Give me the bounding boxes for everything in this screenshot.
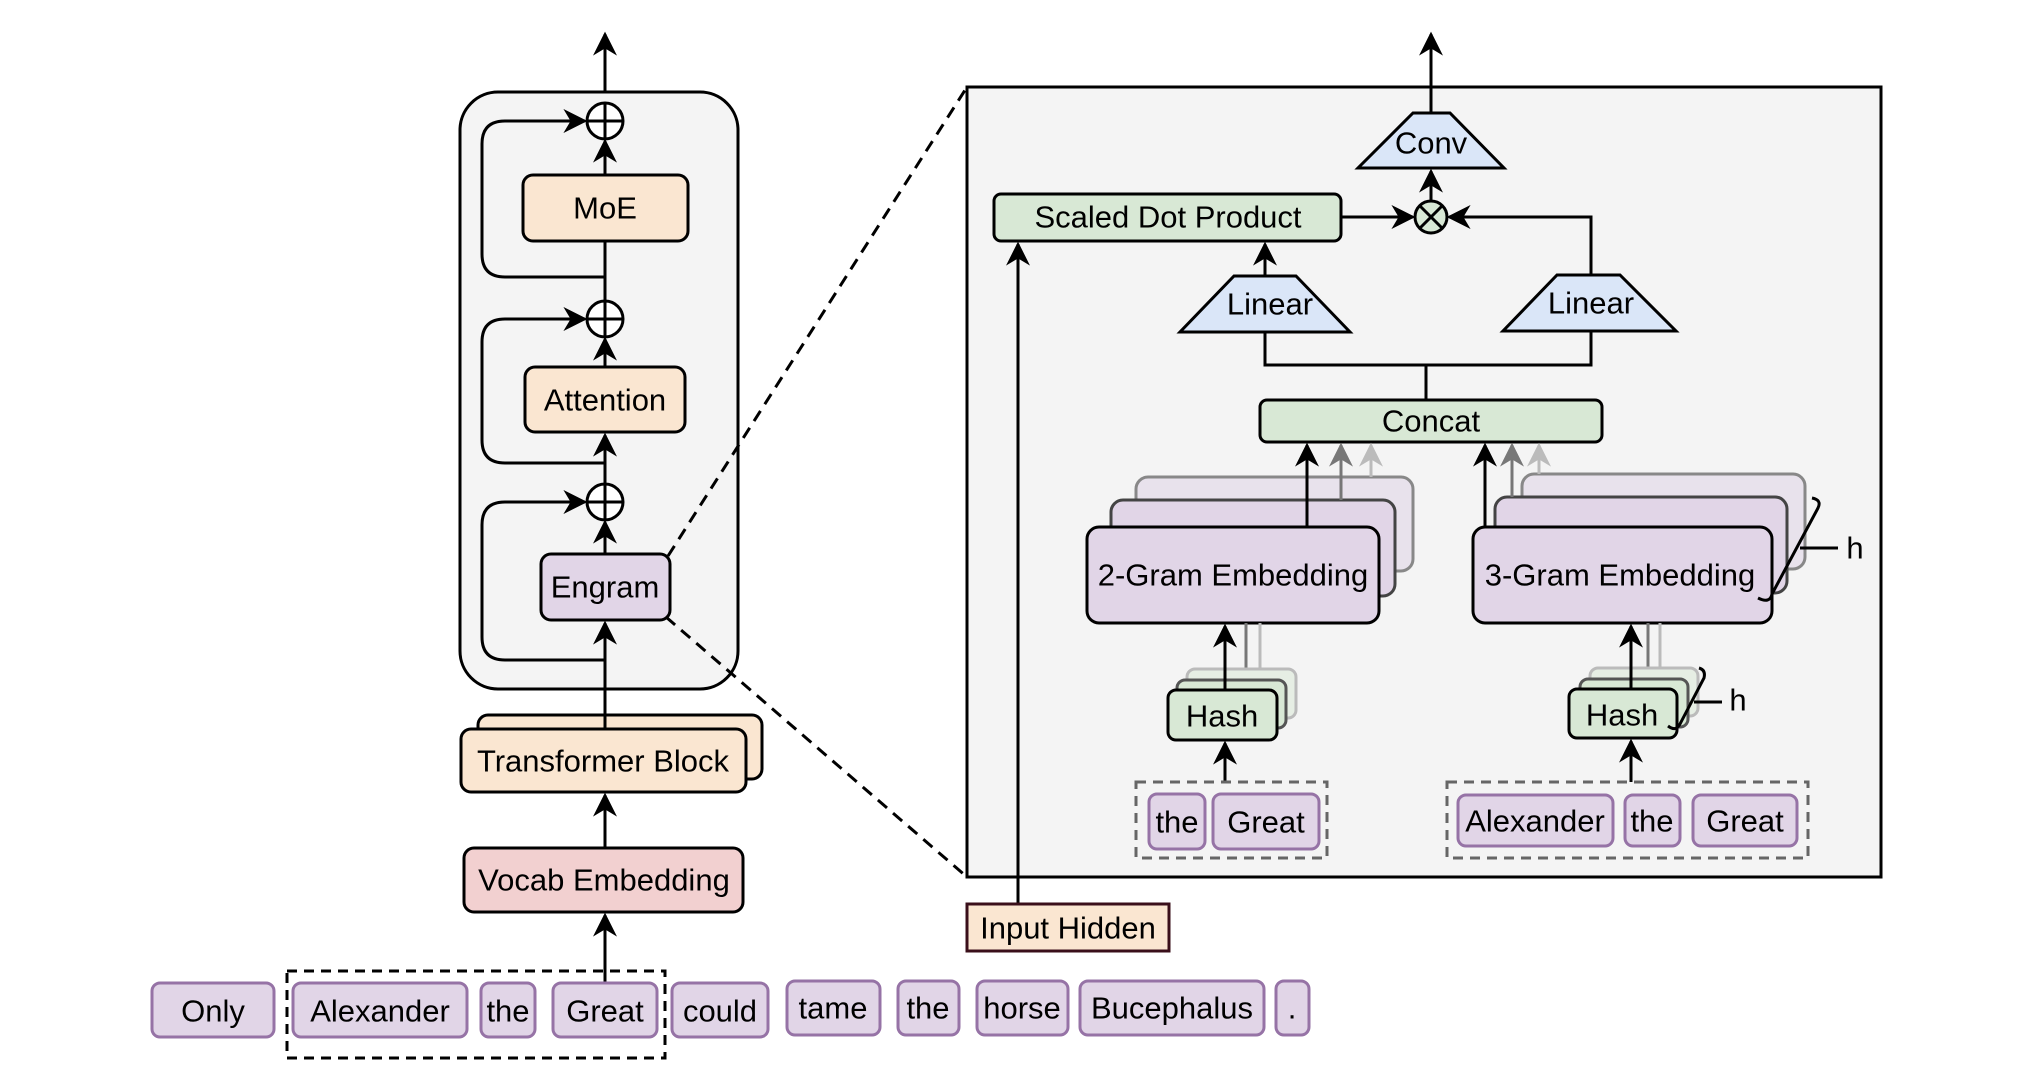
token-text: Alexander: [1465, 804, 1605, 839]
trigram-embedding-label: 3-Gram Embedding: [1485, 558, 1756, 593]
engram-block[interactable]: Engram: [539, 552, 672, 622]
linear-right-label: Linear: [1548, 286, 1634, 321]
heads-label-hash: h: [1729, 683, 1746, 718]
attention-block[interactable]: Attention: [523, 365, 687, 434]
token-text: Bucephalus: [1091, 991, 1253, 1026]
engram-detail-panel: Conv Scaled Dot Product Linear Linear: [965, 31, 1883, 904]
bigram-hash-stack[interactable]: Hash: [1166, 623, 1298, 742]
trigram-token-group: [1445, 780, 1810, 860]
token-text: the: [1630, 804, 1673, 839]
residual-connection-engram: [480, 490, 605, 662]
token-text: the: [1155, 805, 1198, 840]
add-icon: [585, 299, 625, 339]
ngram-span-highlight: [285, 969, 667, 1060]
input-hidden-label: Input Hidden: [980, 911, 1156, 946]
token[interactable]: tame: [785, 979, 882, 1037]
conv-label: Conv: [1395, 126, 1468, 161]
bigram-token[interactable]: Great: [1211, 792, 1321, 851]
linear-right-block[interactable]: Linear: [1499, 273, 1680, 333]
trigram-token[interactable]: Great: [1691, 793, 1799, 848]
token[interactable]: .: [1274, 979, 1311, 1037]
concat-fork: [1263, 331, 1593, 400]
trigram-token[interactable]: the: [1623, 793, 1682, 848]
bigram-token[interactable]: the: [1147, 792, 1207, 851]
token-text: the: [906, 991, 949, 1026]
token[interactable]: could: [670, 981, 770, 1039]
trigram-hash-stack[interactable]: Hash: [1567, 623, 1700, 740]
concat-block[interactable]: Concat: [1258, 398, 1604, 444]
multiply-icon: [1413, 199, 1449, 235]
token-text: Great: [1227, 805, 1305, 840]
moe-label: MoE: [573, 191, 637, 226]
heads-brace-embedding: [1757, 496, 1821, 602]
vocab-embedding-block[interactable]: Vocab Embedding: [462, 846, 745, 914]
linear-left-block[interactable]: Linear: [1176, 274, 1354, 334]
concat-label: Concat: [1382, 404, 1481, 439]
bigram-embedding-stack[interactable]: 2-Gram Embedding: [1085, 442, 1415, 625]
linear-left-label: Linear: [1227, 287, 1313, 322]
token-text: tame: [799, 991, 868, 1026]
transformer-block[interactable]: Transformer Block: [459, 713, 764, 794]
scaled-dot-product-label: Scaled Dot Product: [1034, 200, 1301, 235]
add-icon: [585, 482, 625, 522]
trigram-embedding-stack[interactable]: 3-Gram Embedding: [1471, 442, 1807, 625]
token[interactable]: the: [479, 981, 537, 1039]
zoom-guide-top: [666, 86, 969, 557]
token[interactable]: the: [896, 979, 961, 1037]
token-text: Great: [1706, 804, 1784, 839]
trigram-token[interactable]: Alexander: [1456, 793, 1615, 848]
token[interactable]: Bucephalus: [1078, 979, 1266, 1037]
residual-connection-attention: [480, 307, 605, 465]
token-text: the: [486, 994, 529, 1029]
arrow: [1446, 205, 1593, 275]
token-text: Alexander: [310, 994, 450, 1029]
transformer-block-label: Transformer Block: [477, 744, 730, 779]
token-text: horse: [983, 991, 1061, 1026]
token-text: Only: [181, 994, 245, 1029]
bigram-token-group: [1134, 780, 1329, 860]
engram-label: Engram: [551, 570, 660, 605]
moe-block[interactable]: MoE: [521, 173, 690, 243]
attention-label: Attention: [544, 383, 666, 418]
token[interactable]: Alexander: [291, 981, 469, 1039]
bigram-hash-label: Hash: [1186, 699, 1258, 734]
vocab-embedding-label: Vocab Embedding: [478, 863, 730, 898]
add-icon: [585, 101, 625, 141]
heads-brace-hash: [1667, 666, 1706, 731]
token[interactable]: horse: [975, 979, 1070, 1037]
zoom-guide-bottom: [665, 615, 968, 879]
input-hidden-block[interactable]: Input Hidden: [965, 902, 1171, 953]
left-model-stack: MoE Attention Engram Transformer Block V…: [458, 31, 764, 983]
token[interactable]: Great: [551, 981, 659, 1039]
token[interactable]: Only: [150, 981, 276, 1039]
bigram-embedding-label: 2-Gram Embedding: [1098, 558, 1369, 593]
scaled-dot-product-block[interactable]: Scaled Dot Product: [992, 192, 1343, 243]
trigram-hash-label: Hash: [1586, 698, 1658, 733]
token-text: .: [1288, 991, 1297, 1026]
token-text: Great: [566, 994, 644, 1029]
token-sequence: Only Alexander the Great could tame the …: [150, 969, 1311, 1060]
token-text: could: [683, 994, 757, 1029]
residual-connection-moe: [480, 109, 605, 279]
conv-block[interactable]: Conv: [1354, 111, 1508, 170]
heads-label-embedding: h: [1846, 531, 1863, 566]
